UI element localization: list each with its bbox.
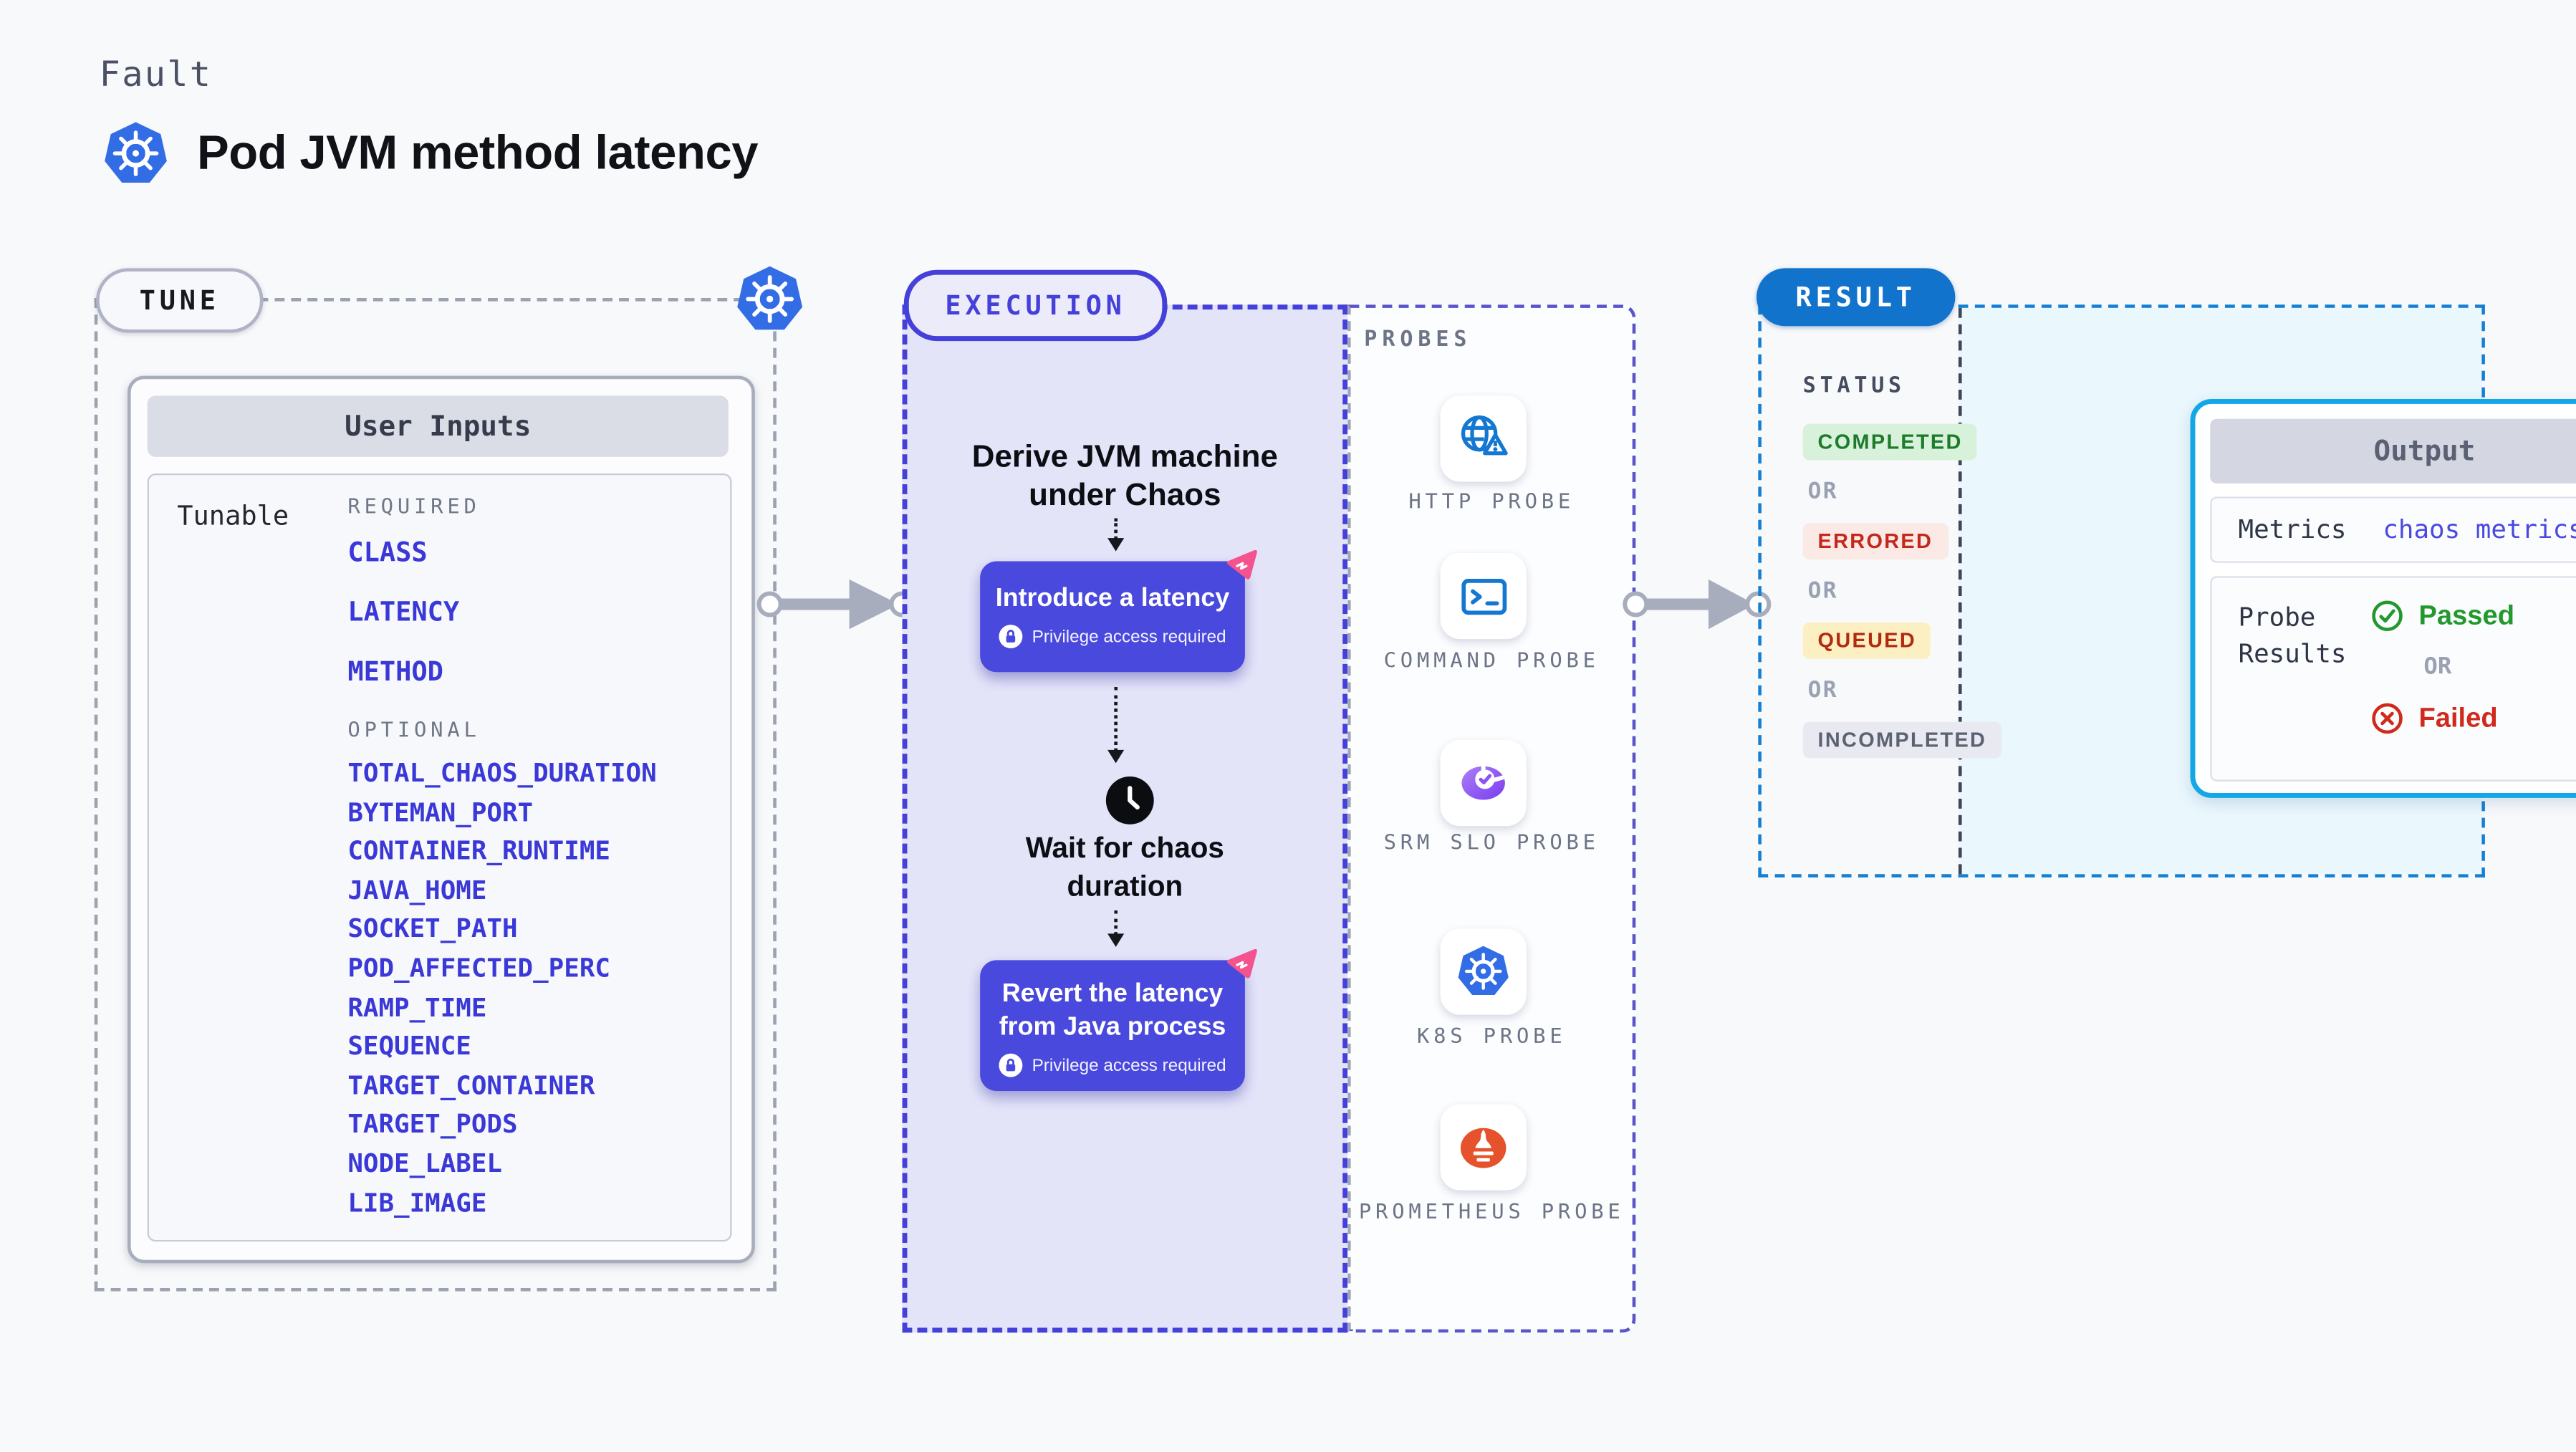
probe-label: HTTP PROBE <box>1408 488 1575 514</box>
probe-label: PROMETHEUS PROBE <box>1358 1198 1625 1223</box>
srm-slo-probe-card <box>1440 740 1527 827</box>
flow-connector <box>1107 687 1125 764</box>
probe-results-row: Probe Results Passed OR <box>2210 576 2576 782</box>
probe-label: K8S PROBE <box>1416 1023 1567 1048</box>
command-probe-card <box>1440 552 1527 640</box>
metrics-label: Metrics <box>2238 514 2347 545</box>
or-label: OR <box>1807 577 1838 605</box>
output-title: Output <box>2210 418 2576 484</box>
output-region: Output Metrics chaos metrics Probe Resul… <box>1958 307 2576 875</box>
flow-arrow-tune-to-execution <box>756 579 915 630</box>
probes-label: PROBES <box>1364 327 1472 353</box>
prometheus-probe-card <box>1440 1104 1527 1191</box>
tunable-param-link[interactable]: RAMP_TIME <box>347 992 487 1023</box>
privilege-note: Privilege access required <box>999 624 1226 649</box>
kubernetes-icon <box>1455 943 1512 1000</box>
tunable-param-link[interactable]: POD_AFFECTED_PERC <box>347 953 610 984</box>
revert-latency-label: Revert the latency from Java process <box>999 980 1226 1042</box>
passed-verdict: Passed <box>2370 597 2514 634</box>
k8s-probe-card <box>1440 928 1527 1015</box>
tunables-list: Tunable REQUIRED CLASS LATENCY METHOD OPTI… <box>147 473 732 1242</box>
tunable-param-link[interactable]: SEQUENCE <box>347 1032 471 1062</box>
lock-icon <box>999 1052 1024 1078</box>
required-label: REQUIRED <box>347 493 481 519</box>
execution-badge: EXECUTION <box>903 269 1168 342</box>
derive-step-label: Derive JVM machine under Chaos <box>971 440 1278 514</box>
status-badge: COMPLETED <box>1802 423 1978 461</box>
status-badge: INCOMPLETED <box>1802 721 2002 759</box>
kubernetes-icon <box>734 261 807 337</box>
execution-section: Derive JVM machine under Chaos Introduce… <box>902 304 1348 1333</box>
fault-kicker: Fault <box>99 54 213 95</box>
status-list: COMPLETED OR ERRORED OR QUEUED OR INCOMP… <box>1802 423 2002 759</box>
tunable-param-link[interactable]: LIB_IMAGE <box>347 1188 487 1218</box>
clock-icon <box>1105 776 1154 824</box>
tunable-param-link[interactable]: CLASS <box>347 536 428 568</box>
probe-label: COMMAND PROBE <box>1383 647 1600 673</box>
revert-latency-node: Revert the latency from Java process Pri… <box>980 948 1259 1091</box>
introduce-latency-label: Introduce a latency <box>995 584 1230 613</box>
check-circle-icon <box>2372 600 2403 631</box>
metrics-row: Metrics chaos metrics <box>2210 496 2576 563</box>
tunable-param-link[interactable]: NODE_LABEL <box>347 1148 503 1179</box>
status-badge: ERRORED <box>1802 523 1948 560</box>
page-title: Pod JVM method latency <box>197 127 759 181</box>
tunable-param-link[interactable]: METHOD <box>347 655 443 688</box>
optional-params: TOTAL_CHAOS_DURATION BYTEMAN_PORT CONTAINE… <box>347 760 656 1229</box>
tunable-param-link[interactable]: TARGET_PODS <box>347 1110 518 1140</box>
kubernetes-icon <box>101 117 170 191</box>
status-label: STATUS <box>1802 374 1905 399</box>
tunable-param-link[interactable]: TOTAL_CHAOS_DURATION <box>347 758 657 789</box>
tune-section <box>94 297 777 1292</box>
privilege-note: Privilege access required <box>999 1052 1226 1078</box>
probes-section: PROBES HTTP PROBE COMMAND PROBE <box>1347 304 1636 1333</box>
user-inputs-title: User Inputs <box>147 395 729 457</box>
or-label: OR <box>2423 653 2452 681</box>
tunable-param-link[interactable]: TARGET_CONTAINER <box>347 1070 595 1101</box>
result-badge: RESULT <box>1756 268 1956 327</box>
required-params: CLASS LATENCY METHOD <box>347 539 459 718</box>
optional-label: OPTIONAL <box>347 716 481 742</box>
status-badge: QUEUED <box>1802 622 1931 659</box>
chaos-icon <box>1226 549 1259 581</box>
chaos-metrics-link[interactable]: chaos metrics <box>2383 514 2576 545</box>
globe-alert-icon <box>1461 415 1508 456</box>
x-circle-icon <box>2372 703 2403 734</box>
probe-results-label: Probe Results <box>2238 602 2347 669</box>
result-section: Output Metrics chaos metrics Probe Resul… <box>1758 304 2576 878</box>
tune-badge: TUNE <box>96 268 264 333</box>
chaos-icon <box>1226 948 1259 980</box>
probe-label: SRM SLO PROBE <box>1383 829 1600 855</box>
flow-connector <box>1107 518 1125 552</box>
prometheus-icon <box>1460 1127 1506 1168</box>
lock-icon <box>999 624 1024 649</box>
failed-verdict: Failed <box>2370 701 2514 737</box>
slo-donut-icon <box>1461 766 1505 800</box>
tunable-param-link[interactable]: CONTAINER_RUNTIME <box>347 836 610 867</box>
wait-step-label: Wait for chaos duration <box>1025 831 1224 903</box>
output-card: Output Metrics chaos metrics Probe Resul… <box>2190 398 2576 798</box>
or-label: OR <box>1807 478 1838 505</box>
or-label: OR <box>1807 677 1838 704</box>
flow-arrow-execution-to-result <box>1623 579 1772 630</box>
tunable-param-link[interactable]: BYTEMAN_PORT <box>347 797 534 827</box>
tunable-param-link[interactable]: JAVA_HOME <box>347 875 487 905</box>
flow-connector <box>1107 910 1125 947</box>
tunable-row-label: Tunable <box>177 499 289 532</box>
terminal-icon <box>1461 577 1506 615</box>
http-probe-card <box>1440 395 1527 482</box>
user-inputs-card: User Inputs Tunable REQUIRED CLASS LATENC… <box>127 375 755 1264</box>
tunable-param-link[interactable]: LATENCY <box>347 595 460 628</box>
tunable-param-link[interactable]: SOCKET_PATH <box>347 914 518 945</box>
introduce-latency-node: Introduce a latency Privilege access req… <box>980 549 1259 673</box>
